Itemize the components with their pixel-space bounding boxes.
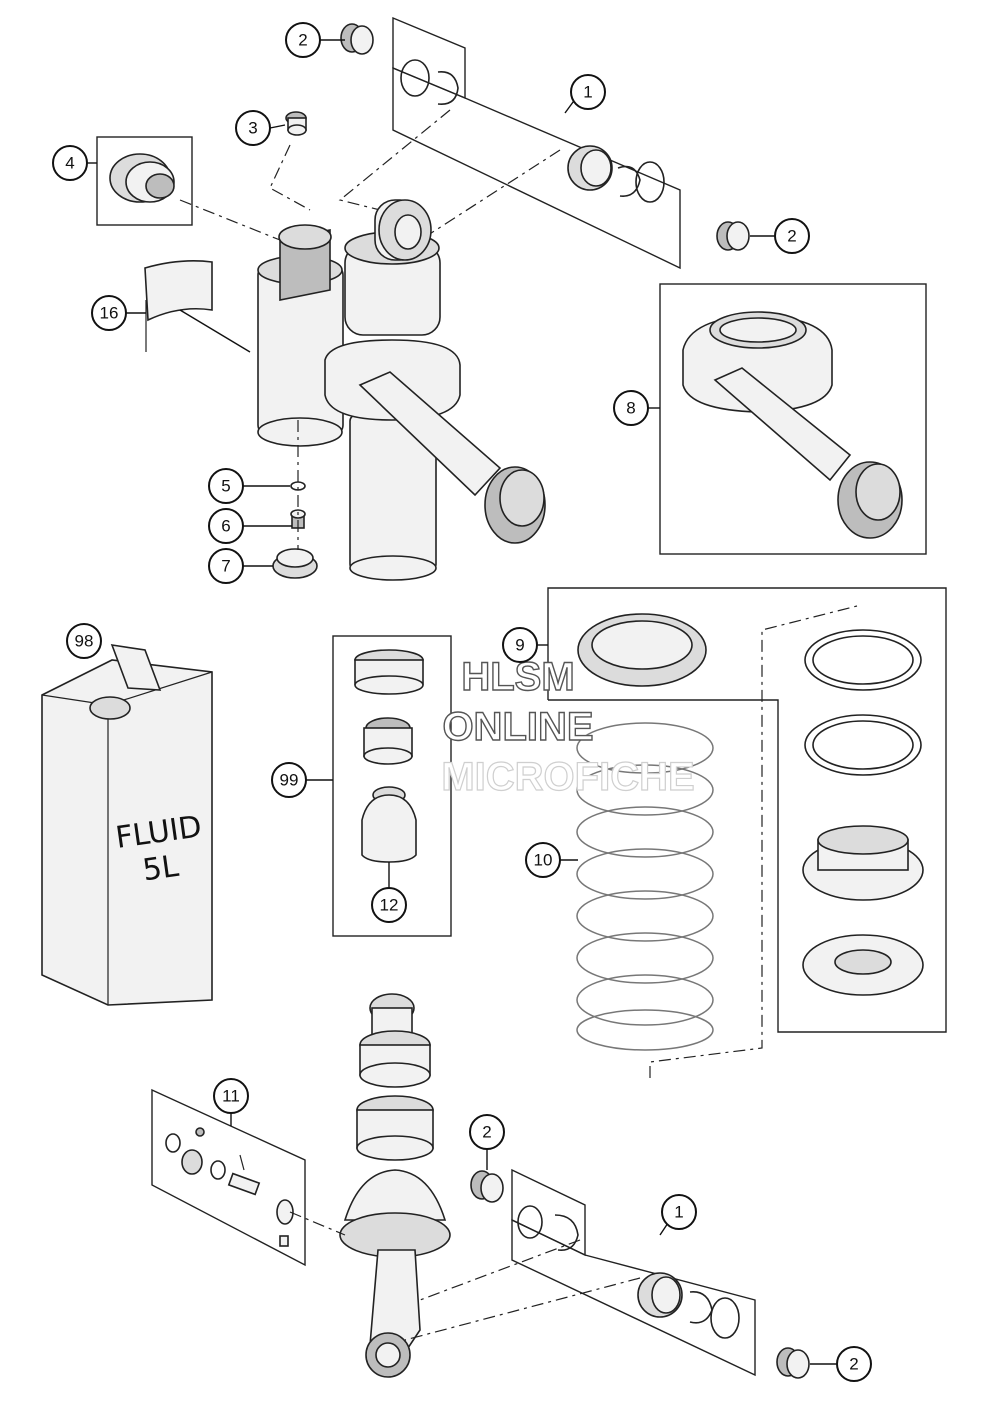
callout-10-label: 10 bbox=[534, 851, 553, 870]
callout-4-label: 4 bbox=[65, 154, 74, 173]
callout-11-label: 11 bbox=[222, 1087, 240, 1106]
callout-5: 5 bbox=[208, 468, 244, 504]
callout-5-label: 5 bbox=[221, 477, 230, 496]
coil-spring bbox=[576, 722, 714, 1051]
shock-absorber-body bbox=[257, 199, 546, 581]
callout-3-label: 3 bbox=[248, 119, 257, 138]
callout-6-label: 6 bbox=[221, 517, 230, 536]
damper-rod-assembly bbox=[339, 993, 451, 1378]
bushing-bottom-right bbox=[776, 1347, 810, 1379]
callout-2-top-left-label: 2 bbox=[298, 31, 307, 50]
callout-98-label: 98 bbox=[75, 632, 94, 651]
callout-1-top: 1 bbox=[570, 74, 606, 110]
callout-3: 3 bbox=[235, 110, 271, 146]
reservoir-label-sticker bbox=[144, 260, 213, 352]
compression-adjuster-box bbox=[96, 136, 193, 226]
seal-rings-top bbox=[400, 59, 665, 203]
callout-12: 12 bbox=[371, 887, 407, 923]
callout-2-top-right: 2 bbox=[774, 218, 810, 254]
watermark-line3: MICROFICHE bbox=[441, 755, 694, 799]
reservoir-cap-7 bbox=[272, 548, 318, 579]
valve-kit-box bbox=[151, 1088, 306, 1267]
callout-1-bottom: 1 bbox=[661, 1194, 697, 1230]
watermark-line1: HLSM bbox=[461, 655, 574, 699]
callout-98: 98 bbox=[66, 623, 102, 659]
fluid-can-label-line2: 5L bbox=[141, 849, 182, 889]
watermark: HLSM ONLINE MICROFICHE bbox=[441, 654, 696, 799]
callout-2-bottom-right-label: 2 bbox=[849, 1355, 858, 1374]
bushing-bottom-left bbox=[470, 1170, 504, 1203]
service-kit-box bbox=[332, 635, 452, 937]
callout-99: 99 bbox=[271, 762, 307, 798]
spring-seat-box bbox=[547, 587, 947, 1033]
callout-1-bottom-label: 1 bbox=[674, 1203, 683, 1222]
callout-10: 10 bbox=[525, 842, 561, 878]
callout-4: 4 bbox=[52, 145, 88, 181]
callout-8-label: 8 bbox=[626, 399, 635, 418]
callout-9: 9 bbox=[502, 627, 538, 663]
bearing-kit-top-box bbox=[392, 16, 681, 270]
bearing-kit-bottom-box bbox=[511, 1168, 756, 1377]
callout-2-top-right-label: 2 bbox=[787, 227, 796, 246]
callout-99-label: 99 bbox=[280, 771, 299, 790]
callout-1-top-label: 1 bbox=[583, 83, 592, 102]
preload-adjuster-box bbox=[659, 283, 927, 555]
bushing-top-right bbox=[716, 221, 750, 251]
watermark-line2: ONLINE bbox=[442, 705, 593, 749]
callout-7-label: 7 bbox=[221, 557, 230, 576]
callout-16-label: 16 bbox=[100, 304, 119, 323]
fluid-can: FLUID 5L bbox=[41, 644, 213, 1006]
bushing-top-left bbox=[340, 23, 374, 55]
callout-16: 16 bbox=[91, 295, 127, 331]
callout-2-bottom-left-label: 2 bbox=[482, 1123, 491, 1142]
callout-11: 11 bbox=[213, 1078, 249, 1114]
callout-7: 7 bbox=[208, 548, 244, 584]
callout-6: 6 bbox=[208, 508, 244, 544]
callout-9-label: 9 bbox=[515, 636, 524, 655]
callout-2-bottom-left: 2 bbox=[469, 1114, 505, 1150]
callout-8: 8 bbox=[613, 390, 649, 426]
valve-cap bbox=[285, 111, 307, 136]
callout-2-top-left: 2 bbox=[285, 22, 321, 58]
callout-12-label: 12 bbox=[380, 896, 399, 915]
callout-2-bottom-right: 2 bbox=[836, 1346, 872, 1382]
